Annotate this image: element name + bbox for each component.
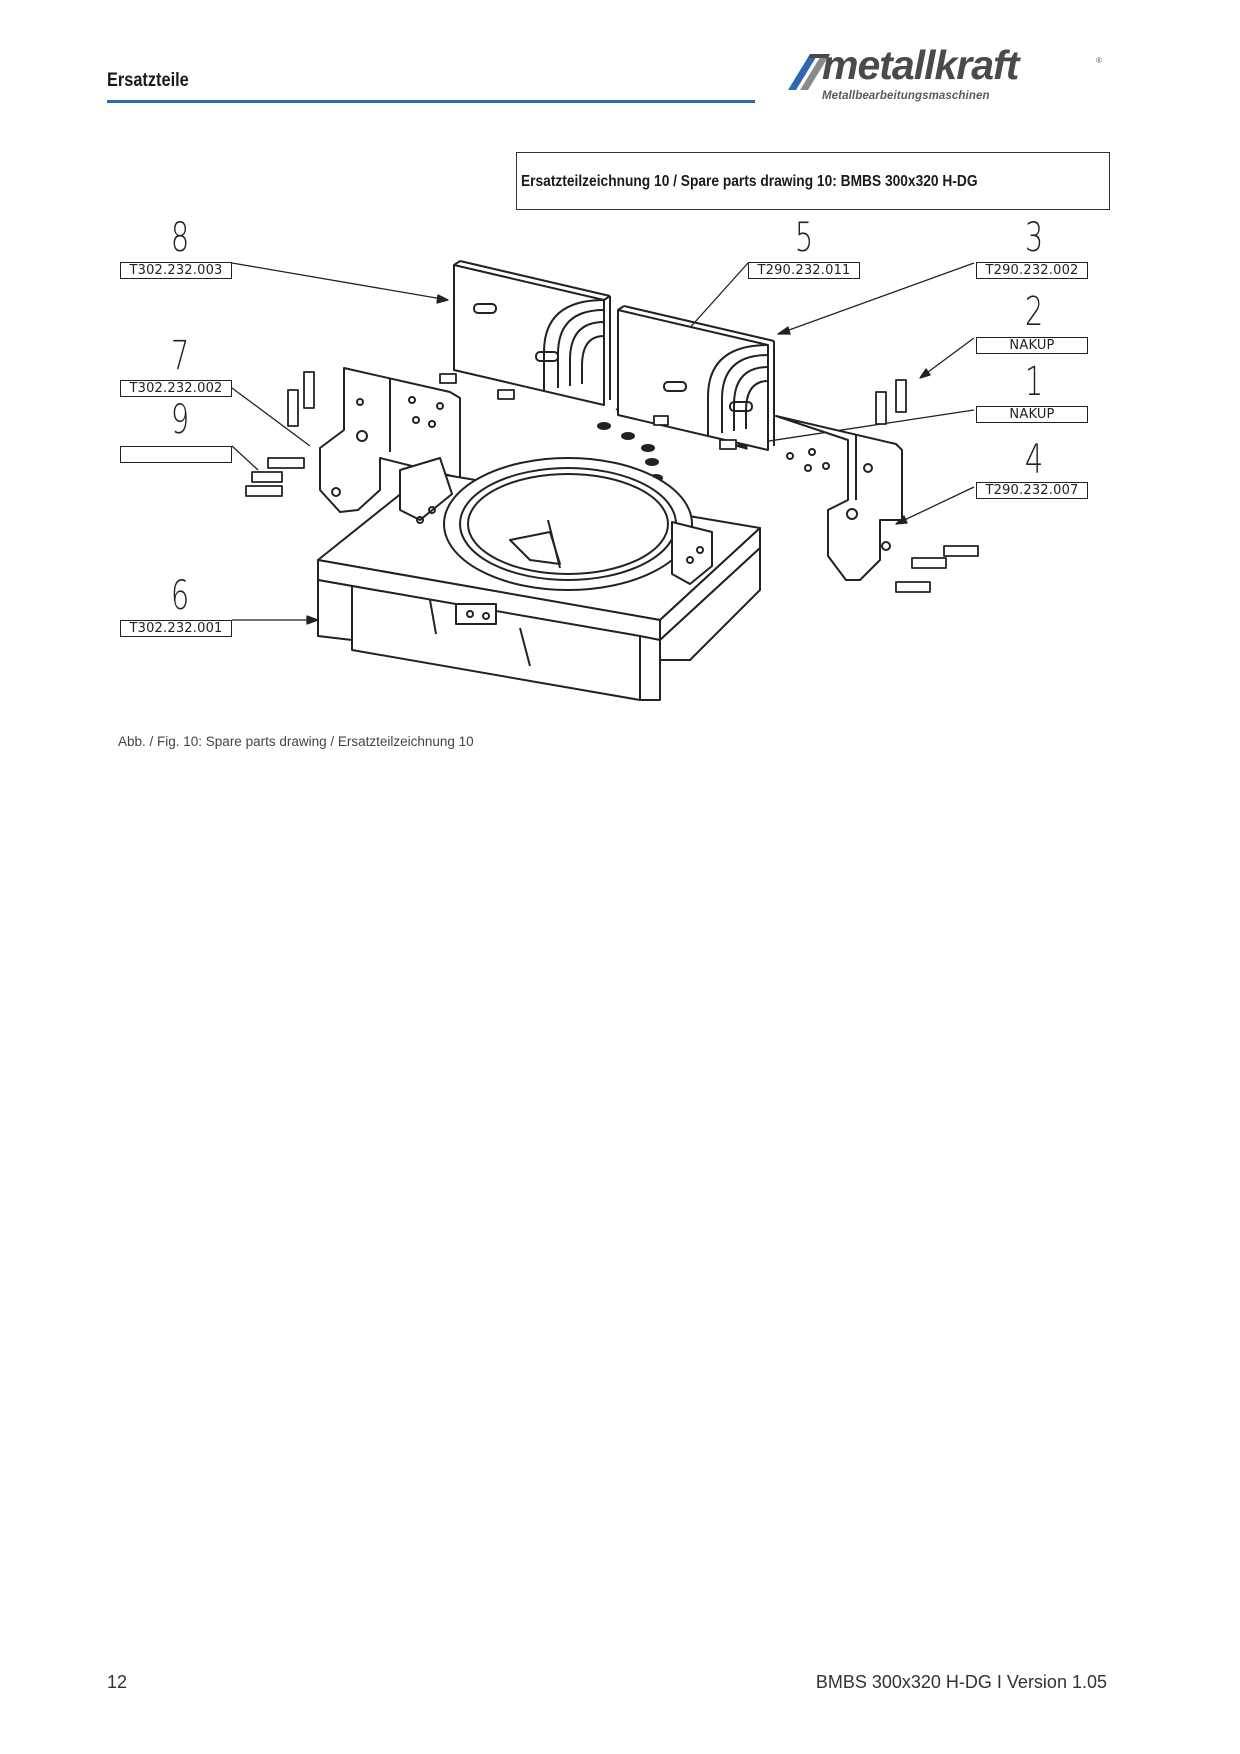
callout-code-8: T302.232.003 — [120, 262, 232, 279]
logo-registered-mark: ® — [1096, 56, 1102, 65]
part-7-bracket-left — [319, 367, 461, 513]
callout-number-6: 6 — [170, 573, 190, 619]
brand-logo: metallkraft ® Metallbearbeitungsmaschine… — [786, 42, 1106, 108]
metallkraft-mark-icon — [788, 54, 830, 90]
callout-number-9: 9 — [170, 397, 190, 443]
callout-number-8: 8 — [170, 215, 190, 261]
callout-code-5: T290.232.011 — [748, 262, 860, 279]
callout-code-4: T290.232.007 — [976, 482, 1088, 499]
document-version: BMBS 300x320 H-DG I Version 1.05 — [815, 1672, 1107, 1692]
callout-number-1: 1 — [1024, 359, 1044, 405]
callout-code-9 — [120, 446, 232, 463]
callout-code-6: T302.232.001 — [120, 620, 232, 637]
callout-code-1: NAKUP — [976, 406, 1088, 423]
part-8-jaw-plate-left — [453, 260, 611, 406]
callout-number-2: 2 — [1024, 289, 1044, 335]
figure-caption: Abb. / Fig. 10: Spare parts drawing / Er… — [118, 734, 474, 749]
part-3-jaw-plate-right — [617, 305, 775, 451]
section-title: Ersatzteile — [107, 70, 189, 91]
part-4-bracket-right — [775, 415, 903, 581]
callout-code-2: NAKUP — [976, 337, 1088, 354]
callout-number-4: 4 — [1024, 437, 1044, 483]
callout-number-5: 5 — [794, 215, 814, 261]
logo-wordmark: metallkraft — [822, 42, 1019, 88]
exploded-parts-drawing — [231, 260, 979, 701]
callout-number-7: 7 — [170, 333, 190, 379]
part-6-base-turntable — [317, 457, 761, 701]
page-number: 12 — [107, 1672, 128, 1692]
screws — [245, 371, 979, 593]
callout-number-3: 3 — [1024, 215, 1044, 261]
drawing-title: Ersatzteilzeichnung 10 / Spare parts dra… — [521, 173, 978, 190]
header-rule — [107, 100, 755, 103]
callout-code-3: T290.232.002 — [976, 262, 1088, 279]
callout-code-7: T302.232.002 — [120, 380, 232, 397]
logo-subtitle: Metallbearbeitungsmaschinen — [822, 90, 990, 102]
drawing-title-box: Ersatzteilzeichnung 10 / Spare parts dra… — [516, 152, 1110, 210]
